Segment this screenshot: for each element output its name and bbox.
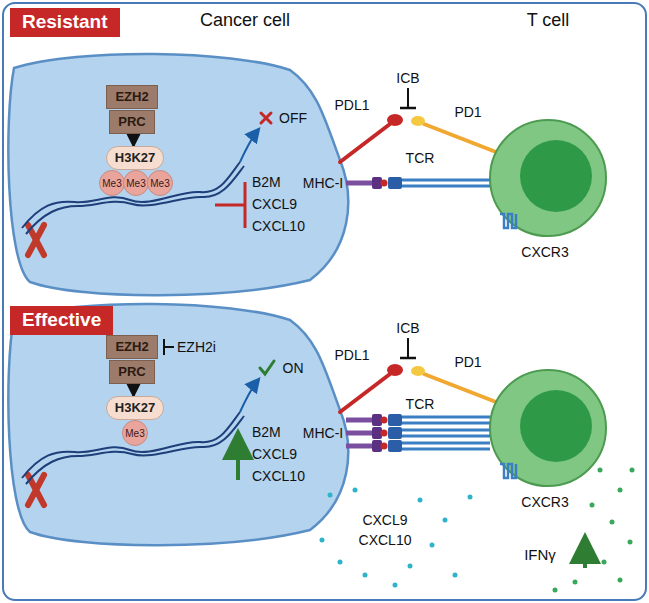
node-text: Resistant	[22, 11, 108, 32]
panel-heading: Cancer cell	[200, 10, 290, 31]
up-arrow	[236, 436, 240, 480]
molecule-label: CXCL10	[359, 532, 412, 548]
mhc-tcr	[346, 177, 490, 189]
resistant-scene	[8, 54, 606, 295]
molecule-label: CXCL9	[362, 512, 407, 528]
frame	[3, 3, 646, 600]
mhc-tcr	[346, 440, 490, 452]
molecule-label: CXCR3	[521, 494, 568, 510]
up-arrow	[583, 540, 587, 568]
node-text: H3K27	[115, 400, 155, 415]
node-text: Me3	[102, 178, 121, 189]
node-text: Me3	[150, 178, 169, 189]
histone-oval: H3K27	[106, 146, 164, 170]
methyl-circle: Me3	[123, 170, 149, 196]
molecule-label: IFNγ	[524, 546, 556, 563]
molecule-label: CXCL10	[252, 468, 305, 484]
node-text: PRC	[118, 364, 145, 379]
connector-arrow	[132, 134, 134, 146]
on-check	[260, 361, 274, 374]
molecule-label: OFF	[279, 110, 307, 126]
panel-tag: Resistant	[10, 8, 120, 37]
molecule-label: MHC-I	[303, 425, 343, 441]
node-text: EZH2	[115, 89, 148, 104]
inhibition-bar	[215, 182, 245, 228]
effective-scene	[8, 304, 606, 545]
node-text: PRC	[118, 114, 145, 129]
chemokine-dots	[320, 488, 473, 588]
mhc-tcr	[346, 414, 490, 426]
mhc-tcr	[346, 427, 490, 439]
molecule-label: TCR	[406, 150, 435, 166]
node-text: Me3	[126, 178, 145, 189]
molecule-label: CXCL9	[252, 196, 297, 212]
molecule-label: PDL1	[334, 97, 369, 113]
methyl-circle: Me3	[147, 170, 173, 196]
connector-arrow	[132, 384, 134, 396]
node-text: Me3	[125, 428, 144, 439]
molecule-label: B2M	[252, 174, 281, 190]
methyl-circle: Me3	[99, 170, 125, 196]
node-text: EZH2	[115, 339, 148, 354]
enzyme-box: PRC	[109, 110, 154, 134]
panel-heading: T cell	[527, 10, 570, 31]
molecule-label: CXCR3	[521, 244, 568, 260]
molecule-label: MHC-I	[303, 175, 343, 191]
node-text: H3K27	[115, 150, 155, 165]
molecule-label: ON	[283, 360, 304, 376]
molecule-label: PD1	[454, 354, 481, 370]
molecule-label: ICB	[396, 70, 419, 86]
molecule-label: ICB	[396, 320, 419, 336]
ifng-dots	[553, 468, 635, 593]
ezh2i-bar	[164, 339, 174, 355]
enzyme-box: EZH2	[106, 335, 157, 359]
molecule-label: PD1	[454, 104, 481, 120]
molecule-label: PDL1	[334, 347, 369, 363]
node-text: Effective	[22, 309, 101, 330]
enzyme-box: PRC	[109, 360, 154, 384]
off-cross	[261, 113, 271, 123]
molecule-label: CXCL10	[252, 218, 305, 234]
molecule-label: CXCL9	[252, 446, 297, 462]
histone-oval: H3K27	[106, 396, 164, 420]
panel-tag: Effective	[10, 306, 113, 335]
molecule-label: TCR	[406, 396, 435, 412]
methyl-circle: Me3	[122, 420, 148, 446]
molecule-label: EZH2i	[177, 339, 216, 355]
enzyme-box: EZH2	[106, 85, 157, 109]
molecule-label: B2M	[252, 424, 281, 440]
